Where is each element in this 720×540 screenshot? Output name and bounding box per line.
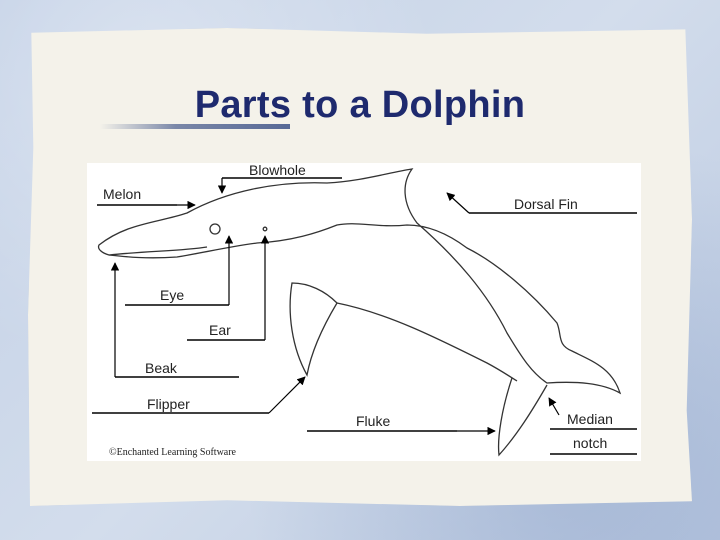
- dolphin-flipper-shape: [289, 282, 338, 377]
- label-eye: Eye: [160, 287, 184, 303]
- title-underline: [100, 124, 290, 129]
- label-blowhole: Blowhole: [249, 163, 306, 178]
- flipper-pointer: [268, 376, 306, 414]
- label-notch: notch: [573, 435, 607, 451]
- label-flipper: Flipper: [147, 396, 190, 412]
- label-beak: Beak: [145, 360, 178, 376]
- dolphin-mouth-line: [108, 246, 208, 256]
- label-fluke: Fluke: [356, 413, 390, 429]
- label-ear: Ear: [209, 322, 231, 338]
- label-melon: Melon: [103, 186, 141, 202]
- slide-title: Parts to a Dolphin: [194, 84, 526, 126]
- dolphin-outline: [97, 168, 622, 457]
- dolphin-belly-line: [336, 302, 518, 382]
- label-median: Median: [567, 411, 613, 427]
- credit-text: ©Enchanted Learning Software: [109, 447, 237, 458]
- label-dorsal-fin: Dorsal Fin: [514, 196, 578, 212]
- dolphin-eye: [209, 223, 221, 235]
- dolphin-diagram-svg: Blowhole Melon Dorsal Fin Eye Ear Beak F…: [92, 162, 637, 458]
- dolphin-ear: [262, 226, 268, 232]
- dolphin-fluke-shape: [497, 377, 548, 457]
- dolphin-diagram: Blowhole Melon Dorsal Fin Eye Ear Beak F…: [87, 162, 641, 461]
- median-notch-pointer: [548, 397, 560, 416]
- dorsal-fin-pointer: [446, 192, 470, 214]
- dolphin-body: [97, 168, 622, 395]
